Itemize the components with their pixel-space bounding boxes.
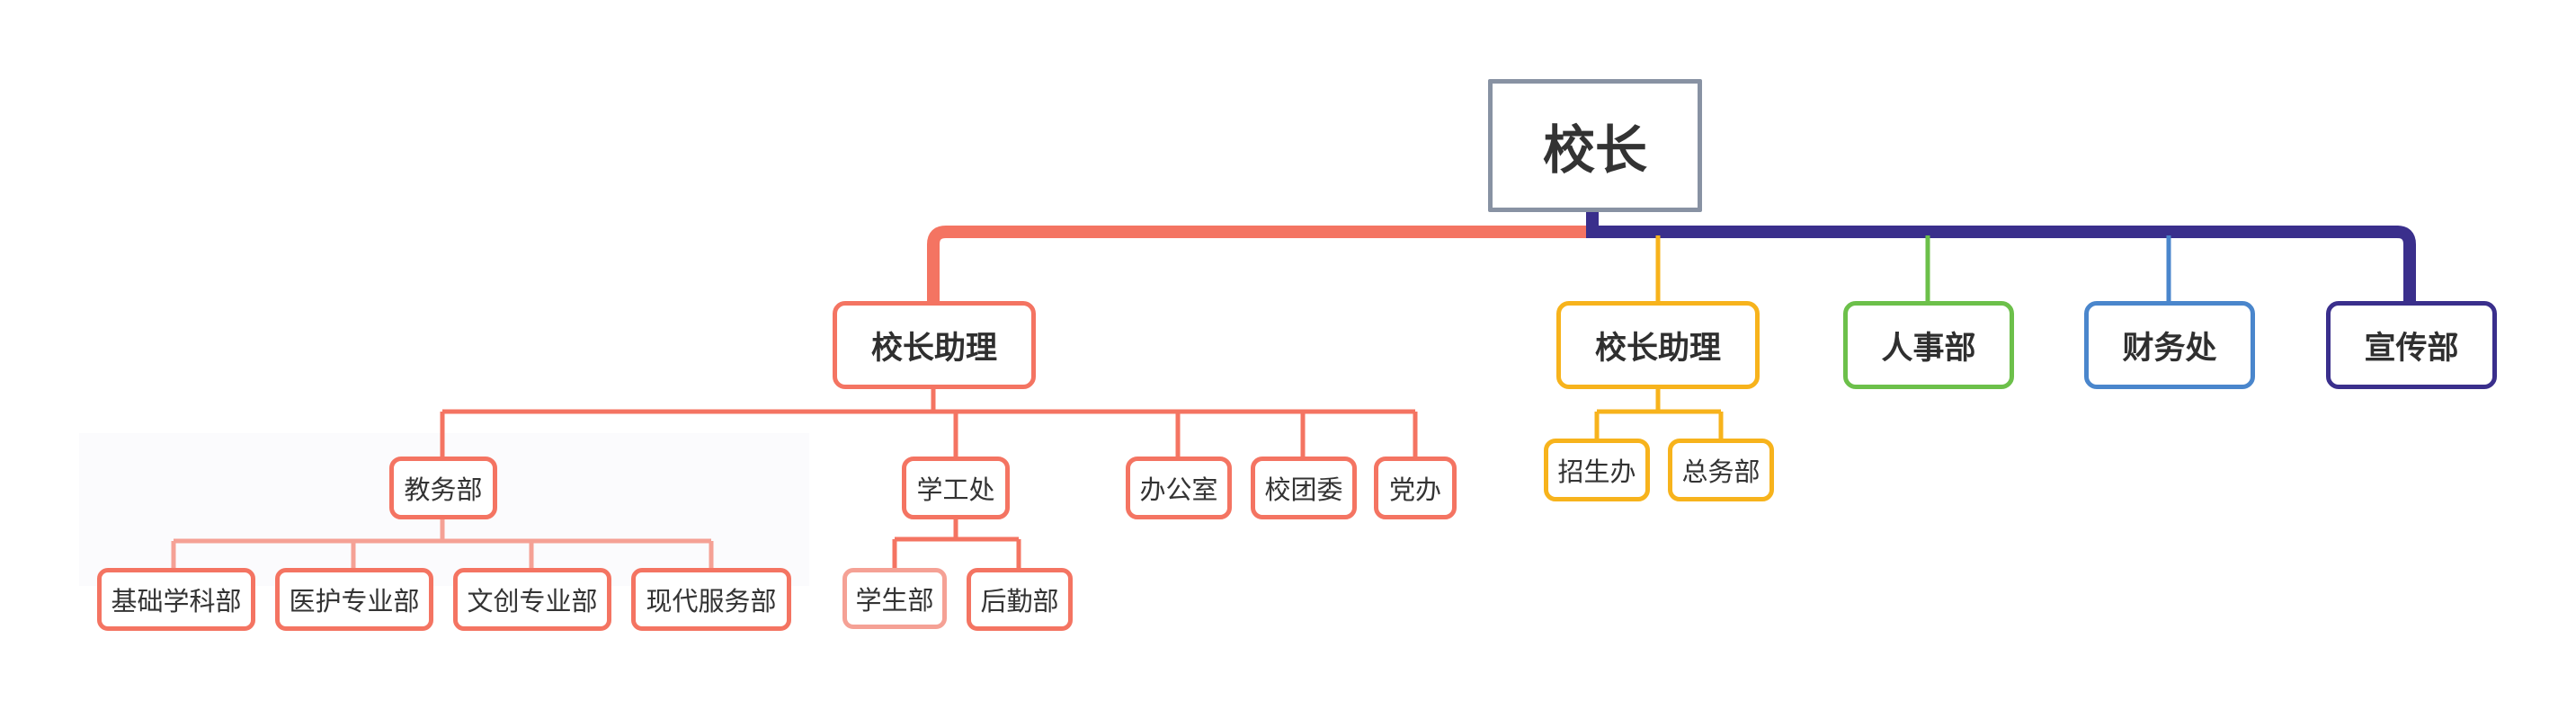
node-basic-subjects[interactable]: 基础学科部 — [97, 568, 255, 631]
branch-node-finance[interactable]: 财务处 — [2084, 301, 2255, 389]
branch-node-assistant-1[interactable]: 校长助理 — [833, 301, 1036, 389]
node-academic-affairs[interactable]: 教务部 — [389, 457, 497, 519]
node-cultural-creative[interactable]: 文创专业部 — [453, 568, 611, 631]
branch-node-assistant-2[interactable]: 校长助理 — [1556, 301, 1760, 389]
node-youth-league[interactable]: 校团委 — [1251, 457, 1357, 519]
node-medical-nursing[interactable]: 医护专业部 — [275, 568, 433, 631]
node-party-office[interactable]: 党办 — [1374, 457, 1457, 519]
node-student-affairs[interactable]: 学工处 — [902, 457, 1010, 519]
node-modern-services[interactable]: 现代服务部 — [631, 568, 791, 631]
branch-node-hr[interactable]: 人事部 — [1843, 301, 2014, 389]
trunk-left-line — [927, 226, 1593, 307]
xuegong-children-line — [892, 519, 1021, 568]
node-office[interactable]: 办公室 — [1126, 457, 1232, 519]
root-node-principal[interactable]: 校长 — [1488, 79, 1702, 212]
node-logistics[interactable]: 后勤部 — [967, 568, 1073, 631]
branch-node-publicity[interactable]: 宣传部 — [2326, 301, 2497, 389]
trunk-right-line — [1586, 206, 2416, 307]
jiaowu-children-line — [171, 519, 714, 568]
node-general-affairs[interactable]: 总务部 — [1668, 439, 1774, 501]
assistant-1-children-line — [440, 388, 1418, 457]
node-student-dept[interactable]: 学生部 — [842, 568, 947, 629]
assistant-2-children-line — [1594, 388, 1724, 439]
node-admissions[interactable]: 招生办 — [1544, 439, 1650, 501]
